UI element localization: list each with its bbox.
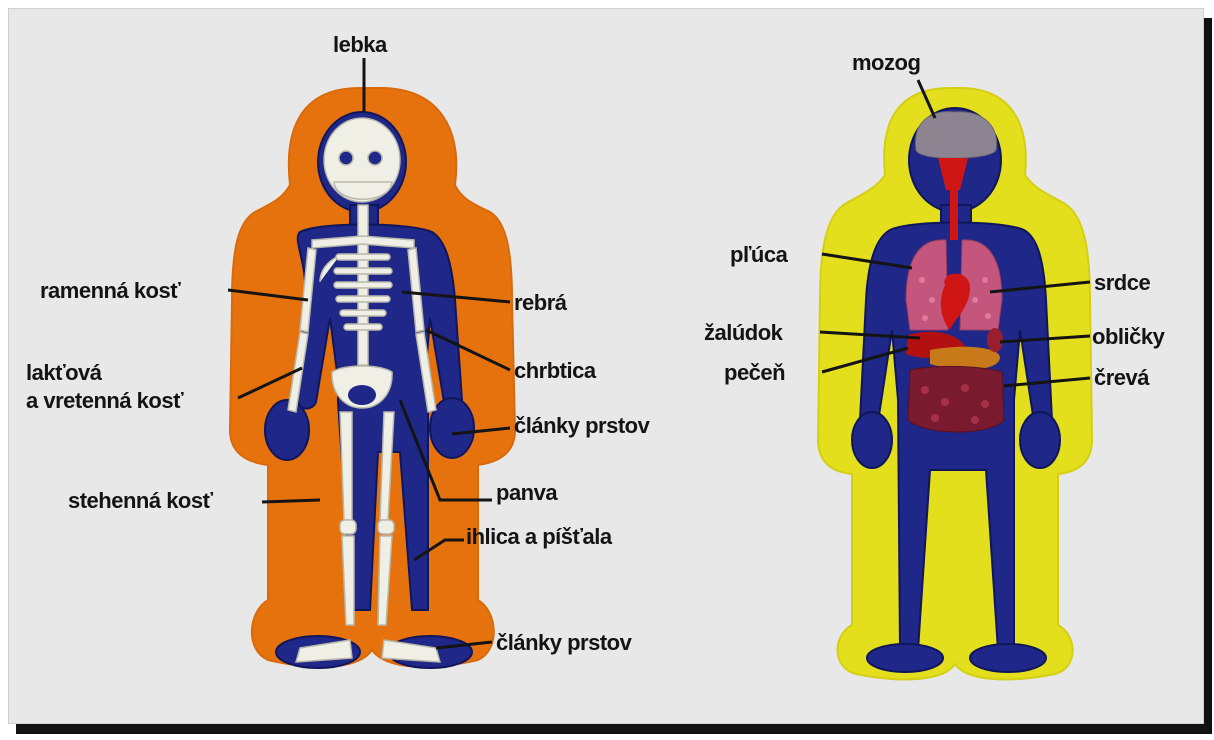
stomach — [930, 347, 1000, 370]
label-oblicky: obličky — [1092, 324, 1166, 349]
label-rebra: rebrá — [514, 290, 568, 315]
organs-figure — [818, 88, 1092, 679]
kidney — [987, 328, 1003, 352]
brain — [916, 112, 997, 159]
label-ihlica-a-pistala: ihlica a píšťala — [466, 524, 613, 549]
label-vretenna-kost: a vretenná kosť — [26, 388, 184, 413]
label-srdce: srdce — [1094, 270, 1150, 295]
label-clanky-prstov-nohy: články prstov — [496, 630, 633, 655]
intestines — [908, 366, 1004, 432]
label-lebka: lebka — [333, 32, 388, 57]
label-zaludok: žalúdok — [704, 320, 784, 345]
label-panva: panva — [496, 480, 558, 505]
knee-right — [378, 520, 394, 534]
label-pluca: pľúca — [730, 242, 789, 267]
label-creva: črevá — [1094, 365, 1150, 390]
skeleton-figure — [230, 88, 515, 668]
label-stehenna-kost: stehenná kosť — [68, 488, 214, 513]
label-clanky-prstov-ruky: články prstov — [514, 413, 651, 438]
label-laktova: lakťová — [26, 360, 103, 385]
trachea — [950, 190, 958, 240]
knee-left — [340, 520, 356, 534]
label-mozog: mozog — [852, 50, 920, 75]
label-pecen: pečeň — [724, 360, 785, 385]
label-ramenna-kost: ramenná kosť — [40, 278, 181, 303]
label-chrbtica: chrbtica — [514, 358, 597, 383]
